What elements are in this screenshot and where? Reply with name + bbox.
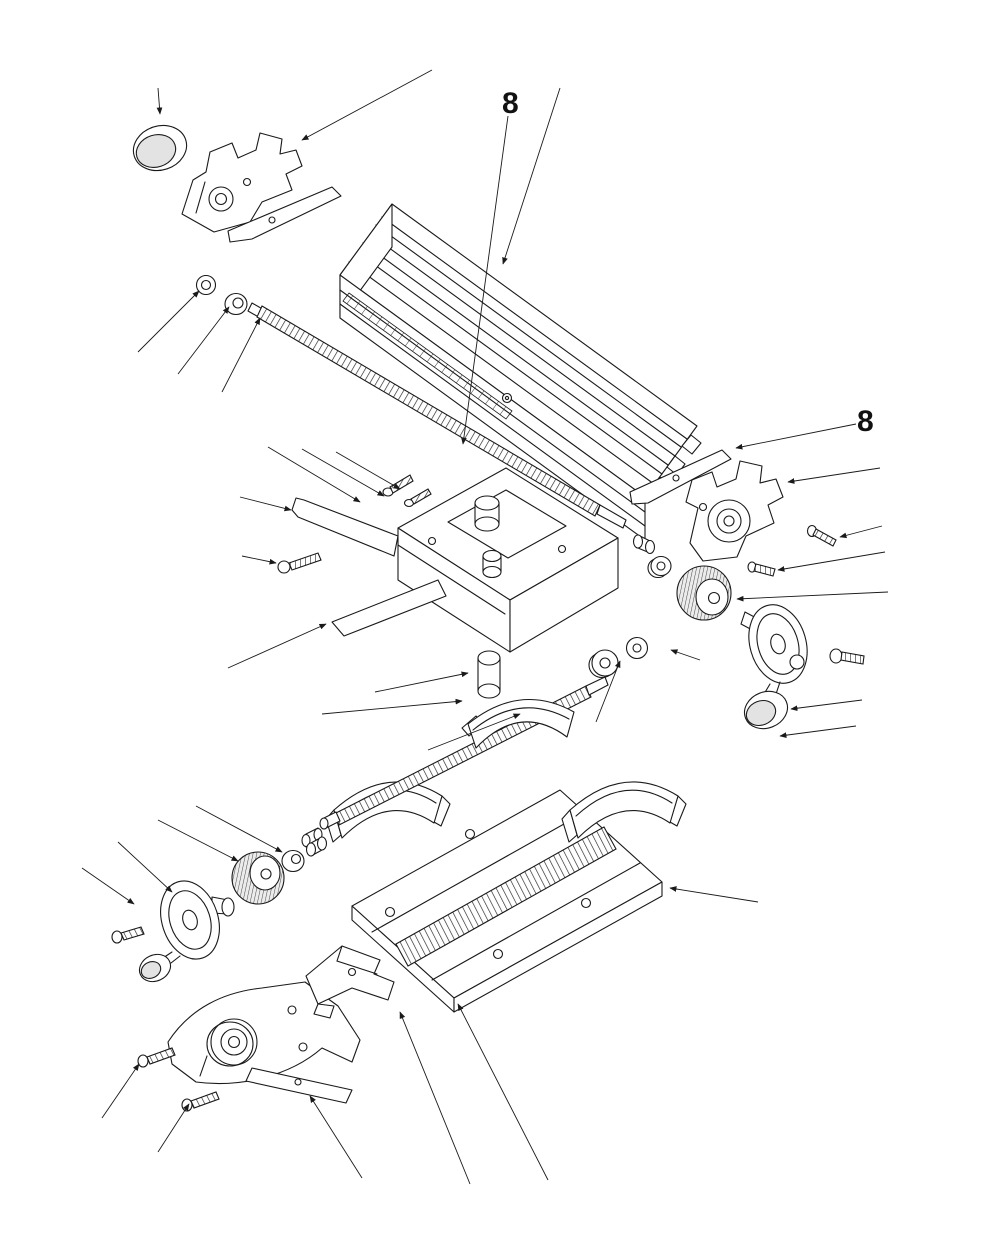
part-gib-strip-right (629, 449, 732, 505)
part-base-table (351, 789, 663, 1013)
callout-label-8-top: 8 (502, 87, 519, 120)
part-hex-nut-top-left (195, 274, 217, 296)
part-sleeve-lower-left (305, 836, 328, 857)
part-washer-upper-right (647, 555, 672, 579)
part-handwheel-left (111, 880, 235, 983)
part-saddle-body (291, 467, 619, 699)
part-knurled-dial-right (676, 565, 732, 621)
callout-label-8-right: 8 (857, 405, 874, 438)
part-cap-knob-top-left (132, 124, 188, 172)
leader-lines (81, 69, 889, 1185)
part-set-screws-saddle (277, 474, 432, 574)
part-table-top-slide (339, 203, 702, 541)
part-washer-top-left (224, 292, 248, 316)
part-washer-lower-left (281, 849, 305, 873)
part-end-bracket-bottom-left (167, 981, 361, 1085)
part-end-bracket-top-left (181, 132, 303, 233)
part-screws-bottom-left (137, 1047, 220, 1112)
part-gib-strip-bottom-left (245, 1067, 353, 1104)
part-way-cover-right (561, 781, 687, 843)
part-gib-strip-top-left (227, 186, 342, 243)
part-end-bracket-right (685, 460, 784, 562)
part-clamp-bottom (305, 945, 395, 1019)
part-washers-center (588, 636, 649, 679)
part-knurled-dial-left (231, 851, 285, 905)
part-screws-right (747, 524, 865, 665)
part-nut-clamp-center (461, 698, 575, 749)
part-handwheel-right (740, 604, 808, 730)
part-lead-screw-upper (247, 302, 627, 529)
part-spacer-sleeve-upper (632, 534, 656, 555)
